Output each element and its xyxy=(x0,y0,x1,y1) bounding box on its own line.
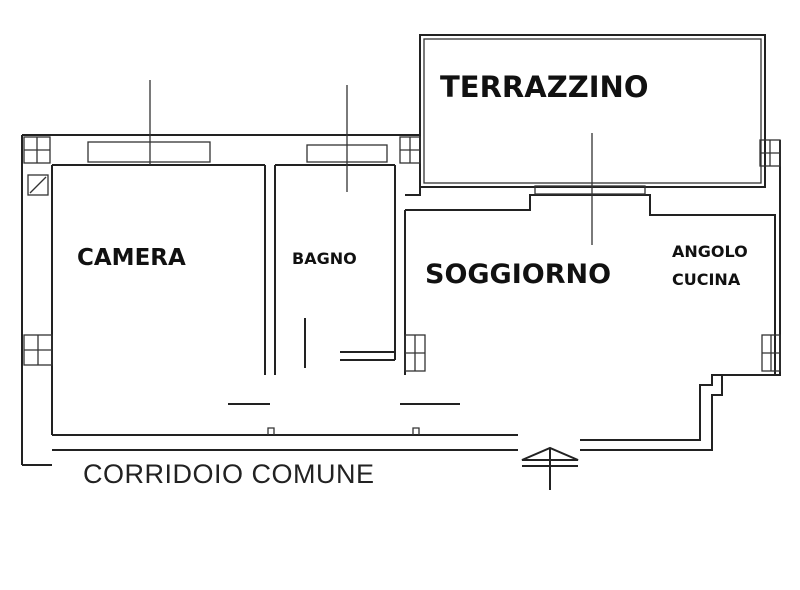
window-camera xyxy=(87,141,211,163)
room-label-angolo: ANGOLO xyxy=(672,242,748,261)
room-label-bagno: BAGNO xyxy=(292,249,357,268)
room-label-soggiorno: SOGGIORNO xyxy=(425,259,612,290)
room-label-cucina: CUCINA xyxy=(672,270,741,289)
window-soggiorno xyxy=(534,185,646,195)
corridor-label: CORRIDOIO COMUNE xyxy=(83,459,375,489)
room-label-terrazzino: TERRAZZINO xyxy=(440,70,649,104)
room-label-camera: CAMERA xyxy=(77,245,186,271)
entrance-arrow-icon xyxy=(521,446,579,490)
outer-walls xyxy=(21,34,781,490)
